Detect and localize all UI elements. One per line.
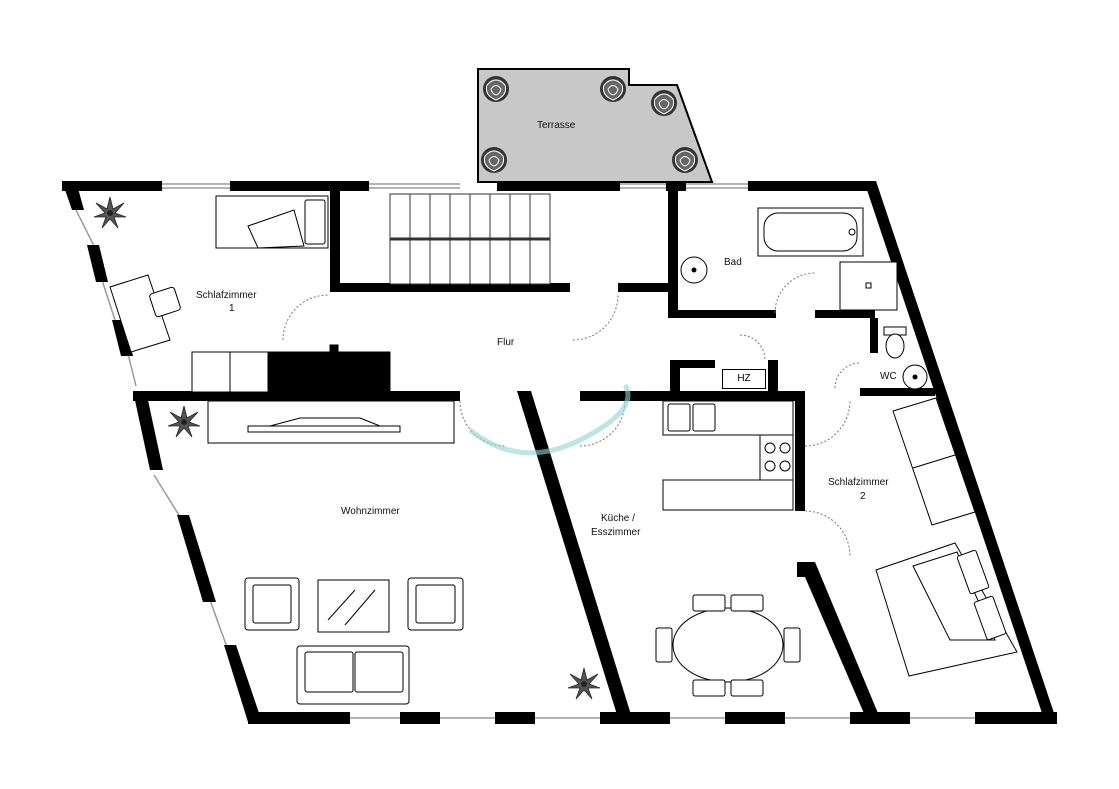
shower-icon [839,261,898,311]
armchair-icon [407,577,464,631]
armchair-icon [244,577,300,631]
room-label-kueche: Küche / [601,513,635,524]
sofa-icon [296,645,410,705]
stove-icon [764,442,791,472]
tv-board-icon [207,400,455,444]
room-label-schlafzimmer1: Schlafzimmer [196,290,257,301]
staircase [389,193,551,285]
plant-icon [599,75,627,103]
watermark-logo [468,383,631,456]
room-label-wohnzimmer: Wohnzimmer [341,506,400,517]
plant-icon [482,75,510,103]
windows [75,183,975,719]
room-label-schlafzimmer2: Schlafzimmer [828,477,889,488]
plant-icon [167,405,201,438]
plant-icon [480,146,508,174]
doors [282,272,861,557]
coffee-table-icon [317,579,390,633]
bed-icon [875,542,1018,677]
room-label-schlafzimmer1-number: 1 [229,303,235,314]
dining-table-icon [655,594,801,697]
plant-icon [650,89,678,117]
sink-icon [680,256,708,284]
wardrobe [892,397,976,526]
plant-icon [93,196,127,229]
room-label-flur: Flur [497,337,515,348]
plant-icon [567,667,601,700]
room-label-esszimmer: Esszimmer [591,527,641,538]
room-label-bad: Bad [724,257,742,268]
sink-icon [902,364,928,390]
walls [62,181,1057,724]
room-label-wc: WC [880,371,897,382]
kitchen-counter [662,400,794,511]
room-label-schlafzimmer2-number: 2 [860,491,866,502]
wardrobe [191,344,391,393]
heating-unit: HZ [722,369,766,389]
room-label-terrasse: Terrasse [537,120,576,131]
toilet-icon [883,326,907,359]
bed-icon [215,195,329,249]
plant-icon [671,146,699,174]
desk-icon [109,274,181,353]
terrace [477,68,714,183]
bathtub-icon [757,207,864,257]
